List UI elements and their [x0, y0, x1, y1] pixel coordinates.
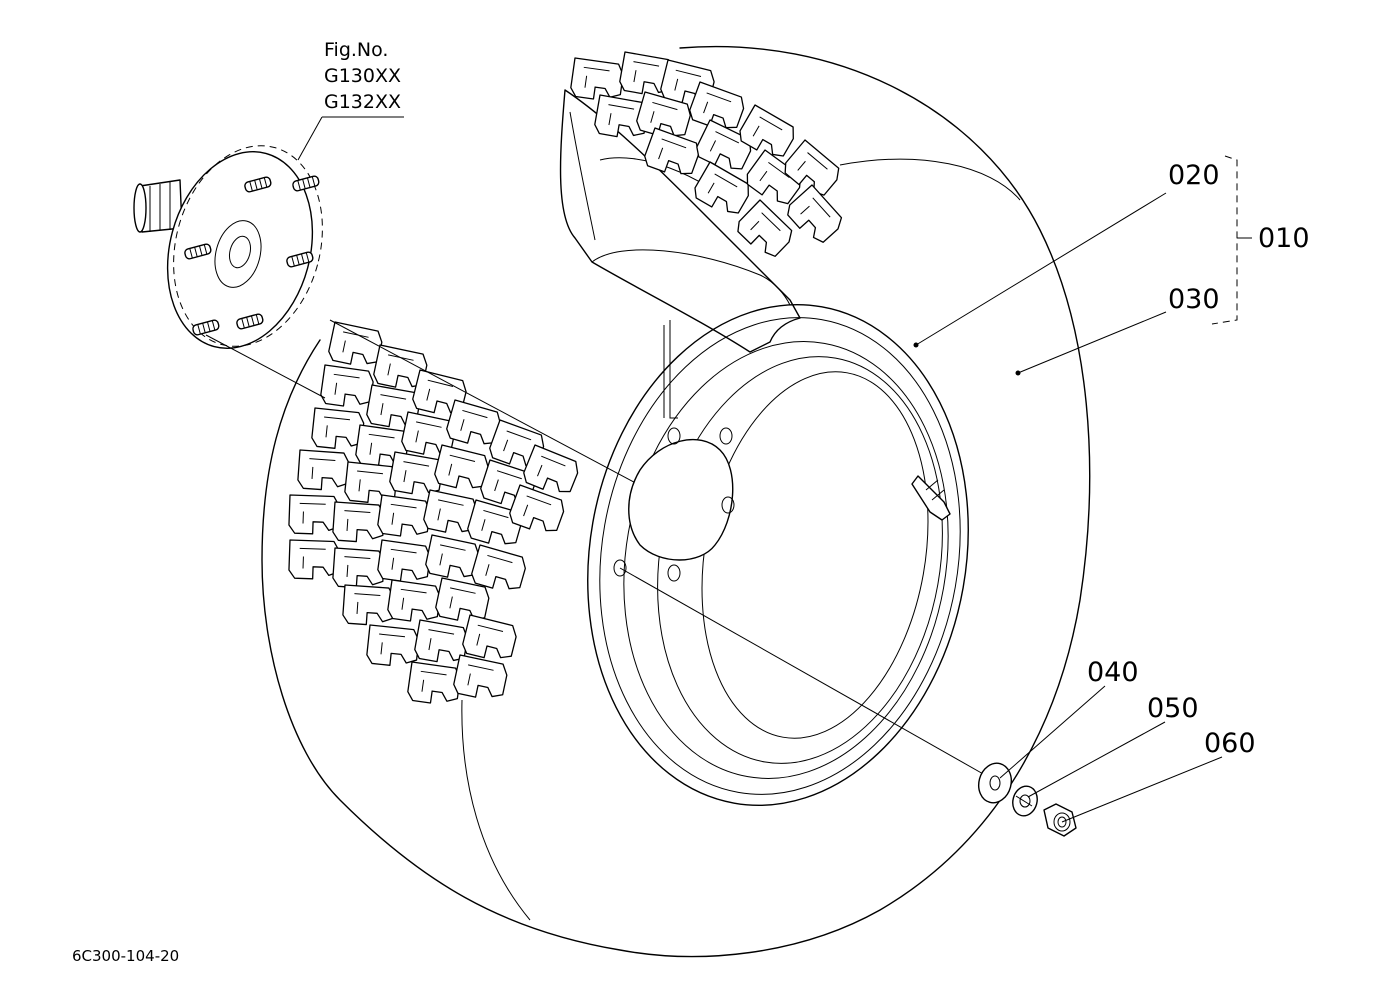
rim-bolt-hole [613, 559, 627, 577]
tire-tread-pattern [288, 319, 646, 708]
part-label-010: 010 [1258, 223, 1310, 254]
rim-well [701, 371, 929, 739]
rim-bolt-hole [667, 564, 681, 582]
hub-stud [244, 176, 272, 193]
tire-sidewall-line [839, 158, 1021, 201]
rim-flange-2 [623, 341, 949, 779]
rim-center-disc [628, 438, 734, 561]
hub-alignment-line [205, 334, 326, 399]
tire-body [261, 45, 1091, 958]
wheel-rim [587, 303, 969, 807]
rim-bolt-hole [719, 427, 733, 445]
rim-outer-edge [587, 303, 969, 807]
part-label-030: 030 [1168, 284, 1220, 315]
figure-number-block: Fig.No. G130XX G132XX [297, 39, 404, 161]
fig-number: G130XX [324, 65, 401, 87]
rim-flange-1 [599, 317, 961, 795]
hub-stud [292, 175, 320, 192]
bracket-010 [1211, 155, 1238, 325]
spring-washer-050 [1012, 785, 1038, 817]
drawing-code: 6C300-104-20 [72, 947, 179, 965]
fig-label: Fig.No. [324, 39, 388, 61]
tire-lower-sidewall-line [461, 699, 531, 921]
nut-060 [1043, 803, 1077, 837]
part-label-050: 050 [1147, 693, 1199, 724]
washer-040 [978, 762, 1012, 804]
fig-number: G132XX [324, 91, 401, 113]
part-callouts: 020 010 030 040 050 060 [913, 155, 1310, 823]
part-label-040: 040 [1087, 657, 1139, 688]
hub-stud [286, 251, 314, 268]
rim-bolt-hole [667, 427, 681, 445]
rim-bolt-hole [721, 496, 735, 514]
hub-stud [184, 243, 212, 260]
wheel-hub [133, 145, 326, 399]
valve-stem [911, 475, 951, 521]
hub-stud [236, 313, 264, 330]
tire-cutaway-section [559, 51, 847, 419]
part-label-060: 060 [1204, 728, 1256, 759]
hub-stud [192, 319, 220, 336]
hub-flange [166, 151, 314, 349]
fasteners [619, 567, 1077, 837]
part-label-020: 020 [1168, 160, 1220, 191]
tire-outer-outline [261, 45, 1091, 958]
hub-center-hole [228, 235, 252, 269]
bolt-axis-line [619, 567, 986, 776]
